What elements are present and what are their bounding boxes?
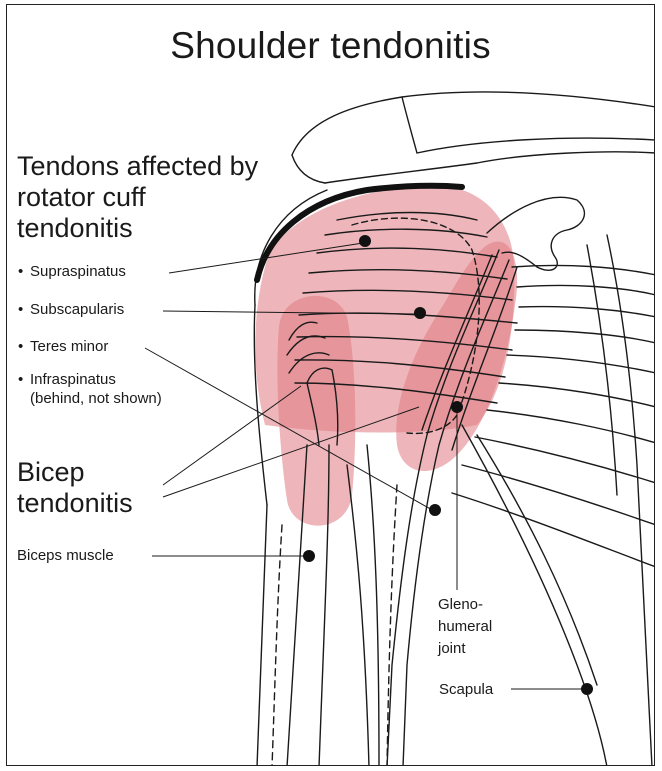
bicep-tendon-highlight-left (277, 296, 355, 526)
glenohumeral-dot (451, 401, 463, 413)
label-biceps-muscle: Biceps muscle (17, 546, 114, 565)
label-scapula: Scapula (439, 680, 493, 699)
label-infraspinatus: Infraspinatus (30, 370, 116, 389)
label-glenohumeral-line3: joint (438, 639, 466, 658)
label-infraspinatus-note: (behind, not shown) (30, 389, 162, 408)
subscapularis-dot (414, 307, 426, 319)
highlight-regions (255, 185, 517, 526)
label-glenohumeral-line1: Gleno- (438, 595, 483, 614)
label-supraspinatus: Supraspinatus (30, 262, 126, 281)
diagram-title: Shoulder tendonitis (7, 25, 654, 67)
rotator-cuff-heading: Tendons affected by rotator cuff tendoni… (17, 151, 267, 244)
supraspinatus-dot (359, 235, 371, 247)
label-subscapularis: Subscapularis (30, 300, 124, 319)
diagram-frame: Shoulder tendonitis Tendons affected by … (6, 4, 655, 766)
biceps-muscle-dot (303, 550, 315, 562)
teres-minor-dot (429, 504, 441, 516)
label-glenohumeral-line2: humeral (438, 617, 492, 636)
label-teres-minor: Teres minor (30, 337, 108, 356)
bicep-heading: Bicep tendonitis (17, 457, 197, 519)
scapula-dot (581, 683, 593, 695)
